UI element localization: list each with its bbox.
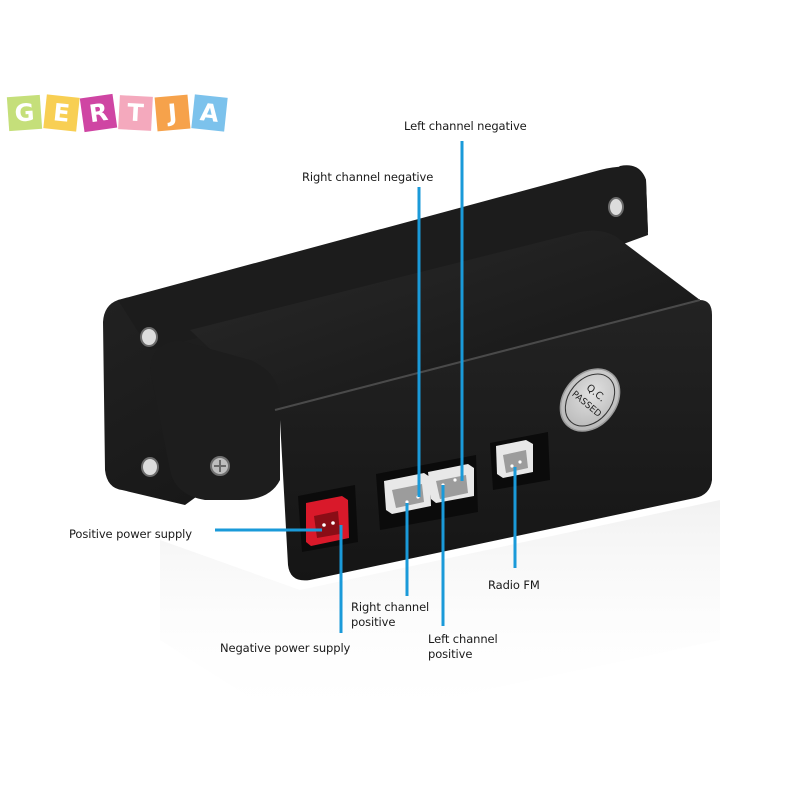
mounting-boss — [150, 340, 280, 500]
mounting-hole-icon — [140, 327, 158, 347]
label-right-channel-negative: Right channel negative — [302, 170, 434, 184]
box-top-face — [190, 230, 700, 410]
label-left-channel-positive: Left channel positive — [428, 632, 498, 661]
mounting-hole-icon — [141, 457, 159, 477]
label-radio-fm: Radio FM — [488, 578, 540, 592]
radio-fm-connector — [496, 440, 533, 478]
label-left-channel-negative: Left channel negative — [404, 119, 527, 133]
qc-passed-badge: Q.C. PASSED — [559, 368, 621, 432]
label-negative-power-supply: Negative power supply — [220, 641, 351, 655]
label-right-channel-positive: Right channel positive — [351, 600, 430, 629]
power-connector — [306, 496, 349, 546]
callout-lines — [215, 141, 517, 633]
label-positive-power-supply: Positive power supply — [69, 527, 192, 541]
mounting-hole-icon — [608, 197, 624, 217]
floor-reflection — [160, 500, 720, 730]
